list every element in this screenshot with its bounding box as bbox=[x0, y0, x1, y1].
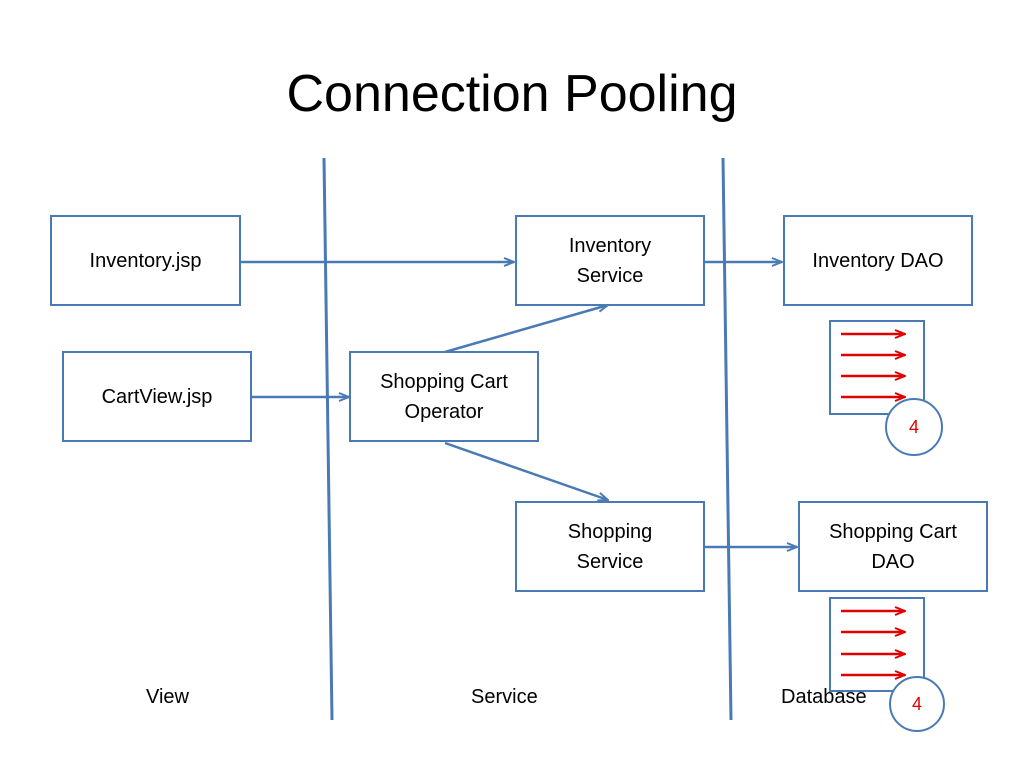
shopping-service-label-line2: Service bbox=[576, 550, 644, 573]
shopping-service-label-line1: Shopping bbox=[567, 520, 653, 543]
arrow-operator-to-inventory-service bbox=[444, 305, 608, 354]
inventory-dao-box: Inventory DAO bbox=[783, 215, 973, 306]
inventory-dao-label: Inventory DAO bbox=[812, 249, 944, 272]
inventory-service-label-line2: Service bbox=[576, 264, 644, 287]
shopping-service-box: Shopping Service bbox=[515, 501, 705, 592]
lane-label-database: Database bbox=[781, 686, 867, 708]
cartview-jsp-label: CartView.jsp bbox=[101, 385, 213, 408]
inventory-jsp-label: Inventory.jsp bbox=[89, 249, 202, 272]
shopping-cart-operator-label-line2: Operator bbox=[404, 400, 484, 423]
inventory-jsp-box: Inventory.jsp bbox=[50, 215, 241, 306]
lane-divider-service-database bbox=[721, 157, 733, 721]
shopping-cart-pool-count-badge: 4 bbox=[889, 676, 945, 732]
cartview-jsp-box: CartView.jsp bbox=[62, 351, 252, 442]
shopping-cart-operator-box: Shopping Cart Operator bbox=[349, 351, 539, 442]
shopping-cart-dao-box: Shopping Cart DAO bbox=[798, 501, 988, 592]
inventory-pool-connections bbox=[841, 322, 923, 413]
lane-label-service: Service bbox=[471, 686, 538, 708]
shopping-cart-dao-label-line1: Shopping Cart bbox=[829, 520, 957, 543]
shopping-cart-pool-count: 4 bbox=[911, 693, 922, 714]
inventory-service-label-line1: Inventory bbox=[568, 234, 652, 257]
shopping-cart-pool-connections bbox=[841, 599, 923, 690]
inventory-service-box: Inventory Service bbox=[515, 215, 705, 306]
slide-title: Connection Pooling bbox=[286, 65, 738, 123]
inventory-pool-count: 4 bbox=[908, 416, 919, 437]
inventory-pool-count-badge: 4 bbox=[885, 398, 943, 456]
lane-divider-view-service bbox=[322, 157, 334, 721]
arrow-operator-to-shopping-service bbox=[444, 441, 608, 500]
shopping-cart-connection-pool bbox=[829, 597, 925, 692]
shopping-cart-operator-label-line1: Shopping Cart bbox=[380, 370, 508, 393]
lane-label-view: View bbox=[146, 686, 189, 708]
shopping-cart-dao-label-line2: DAO bbox=[871, 550, 915, 573]
